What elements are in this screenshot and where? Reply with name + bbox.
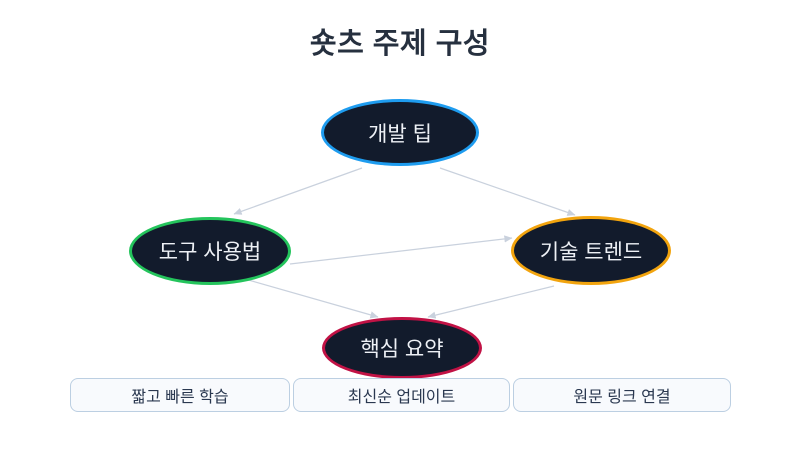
node-tech-trends-label: 기술 트렌드 — [539, 240, 643, 264]
tag-source-link: 원문 링크 연결 — [513, 378, 731, 412]
edge-devtips-toolusage — [233, 167, 363, 215]
node-key-summary: 핵심 요약 — [322, 317, 482, 379]
tag-label: 원문 링크 연결 — [573, 389, 671, 406]
tag-label: 짧고 빠른 학습 — [131, 389, 229, 406]
tag-latest-updates: 최신순 업데이트 — [293, 378, 510, 412]
edge-techtrends-keysummary — [427, 285, 555, 319]
tag-label: 최신순 업데이트 — [347, 389, 456, 406]
node-key-summary-label: 핵심 요약 — [360, 338, 444, 361]
node-dev-tips-label: 개발 팁 — [368, 122, 432, 146]
edge-toolusage-techtrends — [289, 235, 513, 265]
tag-short-fast-learning: 짧고 빠른 학습 — [70, 378, 290, 412]
node-tech-trends: 기술 트렌드 — [511, 216, 671, 285]
node-dev-tips: 개발 팁 — [321, 99, 479, 166]
page-title: 숏츠 주제 구성 — [309, 28, 491, 60]
node-tool-usage-label: 도구 사용법 — [158, 241, 262, 264]
edge-devtips-techtrends — [439, 167, 576, 216]
node-tool-usage: 도구 사용법 — [129, 217, 291, 285]
edge-toolusage-keysummary — [244, 278, 379, 319]
